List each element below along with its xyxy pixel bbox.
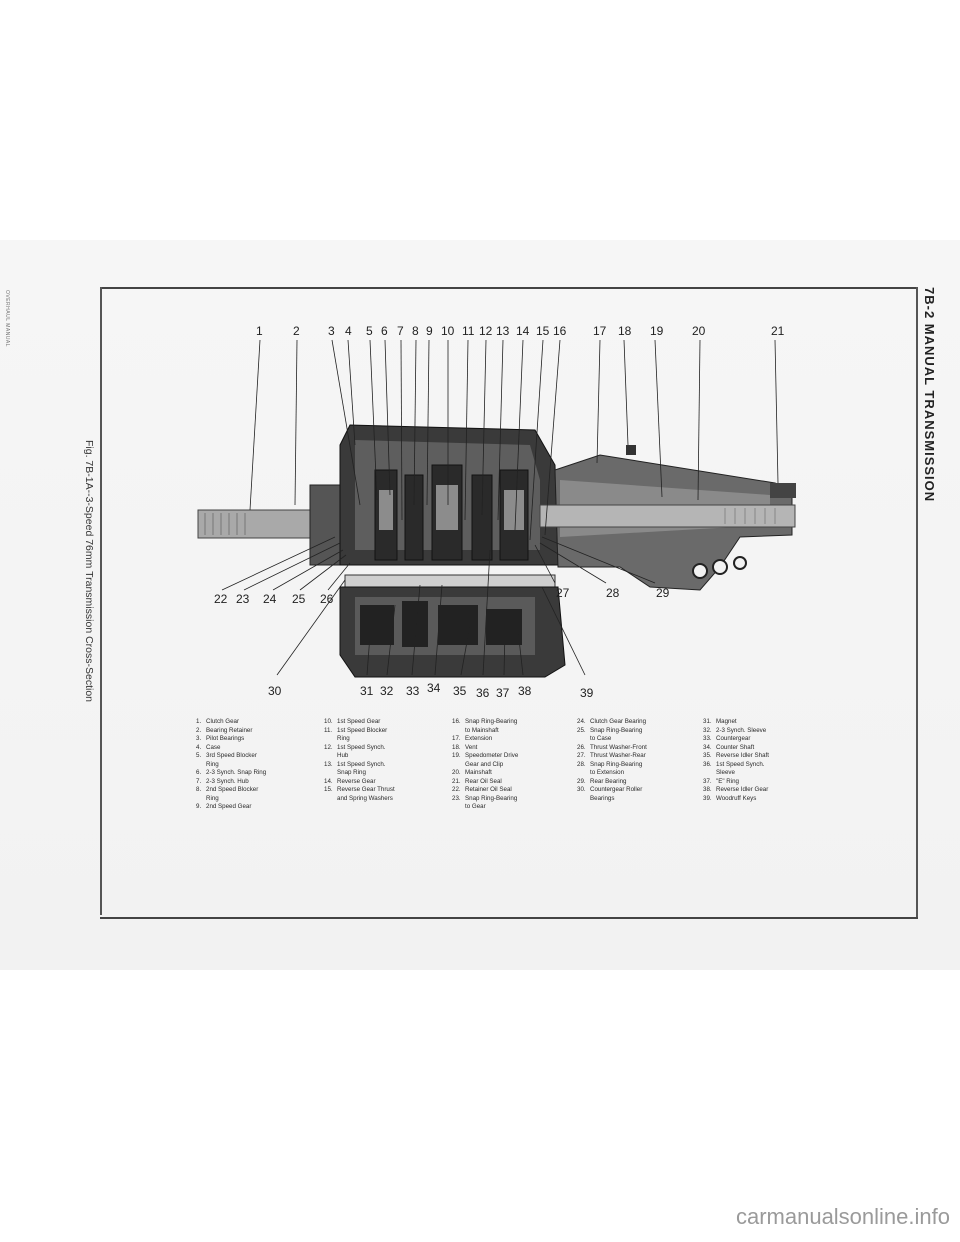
bearing-retainer [309, 484, 341, 566]
callout-39: 39 [580, 686, 594, 700]
page-header: 7B-2 MANUAL TRANSMISSION [918, 287, 948, 547]
legend-item: 11.1st Speed Blocker Ring [324, 726, 388, 743]
callout-36: 36 [476, 686, 490, 700]
legend-item: 2.Bearing Retainer [196, 726, 253, 734]
legend-item: 33.Countergear [703, 735, 751, 743]
callout-4: 4 [345, 324, 352, 338]
callout-28: 28 [606, 586, 620, 600]
legend-item: 1.Clutch Gear [196, 718, 240, 725]
legend-item: 12.1st Speed Synch. Hub [324, 743, 386, 760]
callout-3: 3 [328, 324, 335, 338]
legend-item: 37."E" Ring [703, 777, 739, 785]
transmission-cross-section: 1 2 3 4 5 6 7 8 9 10 11 12 13 14 15 16 1… [197, 324, 796, 700]
callout-1: 1 [256, 324, 263, 338]
legend-item: 14.Reverse Gear [324, 777, 376, 785]
legend-item: 39.Woodruff Keys [703, 794, 757, 802]
callout-33: 33 [406, 684, 420, 698]
callout-19: 19 [650, 324, 664, 338]
legend-item: 38.Reverse Idler Gear [703, 786, 769, 794]
callout-20: 20 [692, 324, 706, 338]
legend-item: 16.Snap Ring-Bearing to Mainshaft [452, 718, 518, 734]
legend-column-2: 10.1st Speed Gear 11.1st Speed Blocker R… [324, 718, 395, 803]
callout-10: 10 [441, 324, 455, 338]
callout-6: 6 [381, 324, 388, 338]
frame-left-rule [100, 287, 102, 915]
callout-37: 37 [496, 686, 510, 700]
callout-26: 26 [320, 592, 334, 606]
mainshaft [539, 504, 796, 528]
legend-item: 10.1st Speed Gear [324, 718, 381, 725]
vent [626, 445, 636, 455]
callout-18: 18 [618, 324, 632, 338]
callout-17: 17 [593, 324, 607, 338]
page-header-text: 7B-2 MANUAL TRANSMISSION [922, 287, 937, 503]
legend-item: 19.Speedometer Drive Gear and Clip [452, 752, 519, 768]
callout-12: 12 [479, 324, 493, 338]
frame-right-rule [916, 287, 918, 917]
callout-21: 21 [771, 324, 785, 338]
callout-32: 32 [380, 684, 394, 698]
callout-25: 25 [292, 592, 306, 606]
callout-11: 11 [462, 324, 475, 338]
callout-8: 8 [412, 324, 419, 338]
legend-item: 26.Thrust Washer-Front [577, 743, 647, 751]
callout-31: 31 [360, 684, 374, 698]
legend-column-5: 31.Magnet 32.2-3 Synch. Sleeve 33.Counte… [703, 718, 769, 803]
legend-item: 22.Retainer Oil Seal [452, 786, 512, 794]
legend-item: 29.Rear Bearing [577, 777, 627, 785]
legend-item: 30.Countergear Roller Bearings [577, 786, 643, 802]
legend-item: 18.Vent [452, 743, 478, 751]
legend-column-1: 1.Clutch Gear 2.Bearing Retainer 3.Pilot… [196, 718, 266, 812]
callout-16: 16 [553, 324, 567, 338]
legend-item: 17.Extension [452, 735, 493, 743]
legend-item: 7.2-3 Synch. Hub [196, 777, 249, 785]
callout-15: 15 [536, 324, 550, 338]
callout-34: 34 [427, 681, 441, 695]
legend-item: 28.Snap Ring-Bearing to Extension [577, 760, 643, 777]
callout-24: 24 [263, 592, 277, 606]
legend-item: 13.1st Speed Synch. Snap Ring [324, 760, 386, 777]
legend-item: 23.Snap Ring-Bearing to Gear [452, 794, 518, 811]
legend-item: 34.Counter Shaft [703, 743, 755, 751]
callout-9: 9 [426, 324, 433, 338]
figure-frame [100, 287, 918, 919]
legend-item: 6.2-3 Synch. Snap Ring [196, 769, 267, 777]
callout-22: 22 [214, 592, 228, 606]
legend-item: 35.Reverse Idler Shaft [703, 752, 769, 760]
callout-23: 23 [236, 592, 250, 606]
legend-item: 8.2nd Speed Blocker Ring [196, 786, 259, 802]
callout-29: 29 [656, 586, 670, 600]
legend-item: 36.1st Speed Synch. Sleeve [703, 760, 765, 777]
legend-item: 20.Mainshaft [452, 769, 492, 777]
legend-item: 31.Magnet [703, 718, 737, 725]
callout-35: 35 [453, 684, 467, 698]
legend-item: 32.2-3 Synch. Sleeve [703, 726, 767, 734]
callout-5: 5 [366, 324, 373, 338]
callout-7: 7 [397, 324, 404, 338]
legend-item: 3.Pilot Bearings [196, 735, 245, 743]
callout-30: 30 [268, 684, 282, 698]
legend-item: 24.Clutch Gear Bearing [577, 718, 647, 725]
callout-38: 38 [518, 684, 532, 698]
site-watermark: carmanualsonline.info [735, 1204, 950, 1229]
callout-13: 13 [496, 324, 510, 338]
callout-14: 14 [516, 324, 530, 338]
callout-27: 27 [556, 586, 570, 600]
legend-item: 15.Reverse Gear Thrust and Spring Washer… [324, 786, 395, 802]
legend-item: 9.2nd Speed Gear [196, 803, 252, 811]
figure-caption: Fig. 7B-1A--3-Speed 76mm Transmission Cr… [83, 440, 95, 703]
legend-item: 4.Case [196, 743, 221, 751]
legend-item: 5.3rd Speed Blocker Ring [196, 752, 257, 768]
rear-oil-seal [770, 483, 796, 498]
legend-column-3: 16.Snap Ring-Bearing to Mainshaft 17.Ext… [452, 718, 518, 812]
legend-column-4: 24.Clutch Gear Bearing 25.Snap Ring-Bear… [577, 718, 647, 803]
legend-item: 25.Snap Ring-Bearing to Case [577, 726, 643, 743]
legend-item: 27.Thrust Washer-Rear [577, 752, 646, 760]
callout-2: 2 [293, 324, 300, 338]
legend-item: 21.Rear Oil Seal [452, 777, 502, 785]
side-margin-mark: OVERHAUL MANUAL [4, 290, 10, 348]
